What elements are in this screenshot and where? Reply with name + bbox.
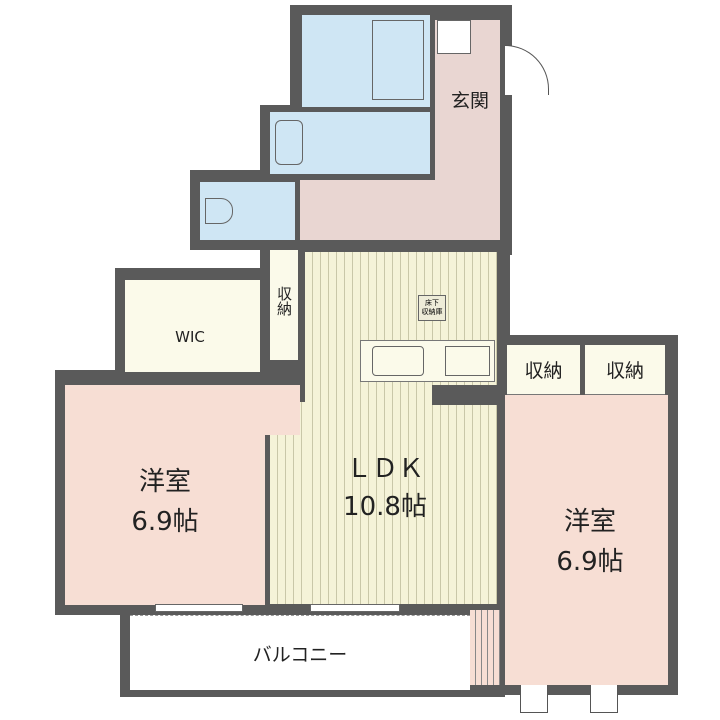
right-room-size: 6.9帖 <box>556 547 624 577</box>
right-storage-2[interactable] <box>585 345 665 395</box>
balcony-label: バルコニー <box>252 644 348 666</box>
right-room-window-door-2 <box>590 685 618 713</box>
right-storage-1[interactable] <box>507 345 580 395</box>
floor-storage-label-1: 床下 <box>425 299 439 307</box>
toilet-icon <box>205 198 233 224</box>
ldk-size: 10.8帖 <box>343 492 427 522</box>
right-storage-2-label: 収納 <box>605 360 644 382</box>
entrance-label: 玄関 <box>450 90 489 112</box>
stove-icon <box>445 346 490 376</box>
wash-basin <box>275 120 303 165</box>
balcony[interactable] <box>130 615 470 690</box>
bathtub <box>372 20 424 100</box>
window-left-room <box>155 604 243 612</box>
hall-storage[interactable] <box>270 250 298 360</box>
left-room-door-area <box>240 385 300 435</box>
hall-storage-text: 収納 <box>275 286 293 316</box>
hall-storage-label: 収納 <box>270 286 298 321</box>
western-room-left[interactable] <box>65 385 265 605</box>
walk-in-closet[interactable] <box>125 280 260 372</box>
left-room-name: 洋室 <box>138 467 191 497</box>
western-room-right[interactable] <box>505 395 668 685</box>
kitchen-wall <box>432 385 502 405</box>
front-door[interactable] <box>505 45 549 95</box>
ldk-extension <box>270 402 305 604</box>
kitchen-sink <box>372 346 424 376</box>
shoe-cabinet <box>437 20 471 54</box>
right-storage-1-label: 収納 <box>524 360 563 382</box>
ldk-name: ＬＤＫ <box>345 454 424 484</box>
wic-label: WIC <box>175 328 205 346</box>
hallway <box>300 180 500 240</box>
left-room-size: 6.9帖 <box>131 507 199 537</box>
right-room-window-door-1 <box>520 685 548 713</box>
ldk-room[interactable] <box>305 252 497 604</box>
window-ldk <box>310 604 400 612</box>
right-room-step <box>470 610 500 685</box>
floor-storage-label-2: 収納庫 <box>421 308 443 316</box>
right-room-name: 洋室 <box>563 507 616 537</box>
floor-storage[interactable]: 床下収納庫 <box>418 295 446 321</box>
